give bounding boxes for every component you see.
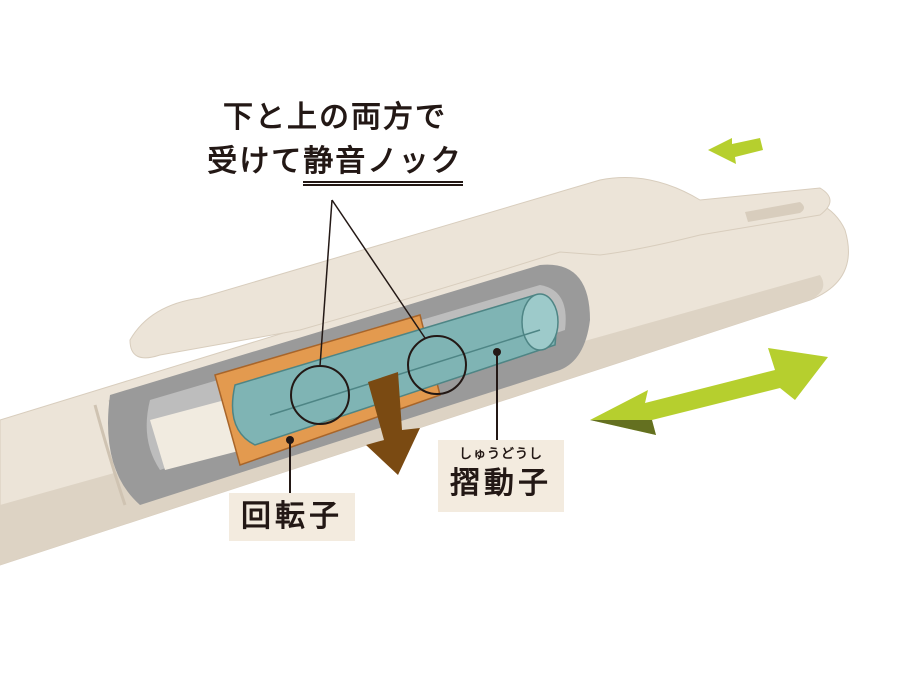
headline-emphasis: 静音ノック — [303, 144, 463, 186]
headline: 下と上の両方で 受けて静音ノック — [190, 96, 480, 186]
leader-line-upper — [331, 199, 426, 339]
leader-line-lower — [319, 199, 333, 367]
slider-groove — [269, 329, 541, 416]
double-arrow-icon — [590, 348, 828, 435]
slider-label: しゅうどうし 摺動子 — [438, 440, 564, 512]
double-arrow-shadow — [590, 420, 656, 435]
rotor-label: 回転子 — [229, 493, 355, 541]
arrow-down-icon — [366, 372, 420, 475]
detail-circle-upper — [407, 335, 467, 395]
slider-name: 摺動子 — [450, 466, 552, 501]
headline-line1: 下と上の両方で — [223, 100, 447, 135]
arrow-left-small-icon — [708, 138, 763, 164]
headline-line2: 受けて静音ノック — [190, 140, 480, 186]
slider-end — [521, 293, 559, 351]
barrel-shadow — [0, 275, 824, 565]
clip-slot — [745, 202, 804, 222]
pen-clip — [129, 177, 831, 359]
headline-prefix: 受けて — [207, 144, 304, 179]
slider-ruby: しゅうどうし — [458, 447, 543, 462]
